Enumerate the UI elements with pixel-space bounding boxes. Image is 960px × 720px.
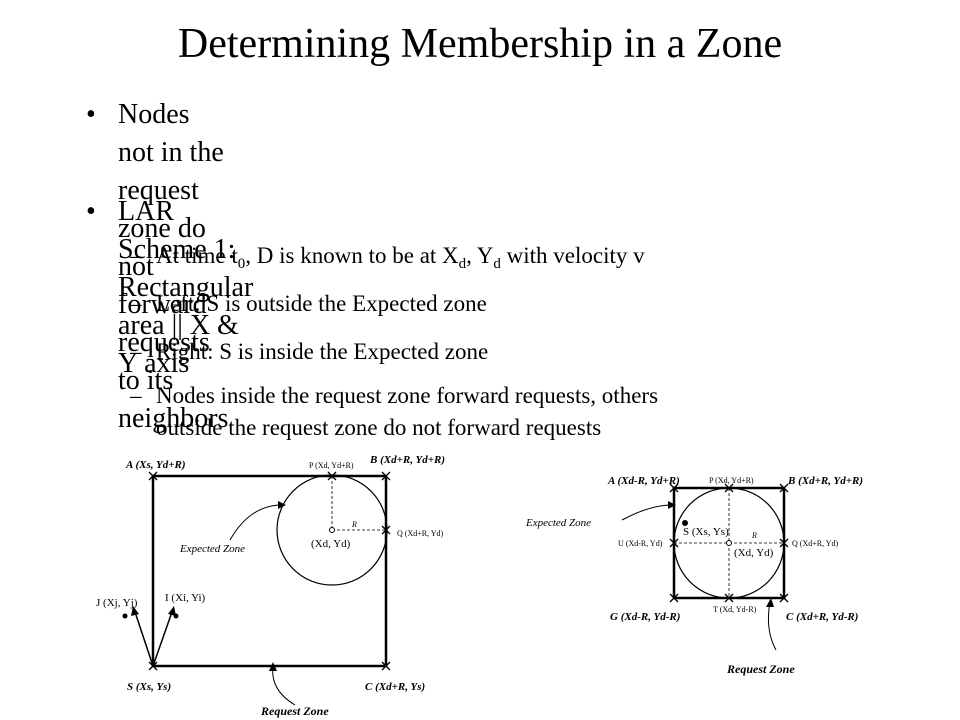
slide-title: Determining Membership in a Zone (177, 21, 783, 67)
left-label-p: P (Xd, Yd+R) (309, 461, 354, 470)
left-arrowheads (131, 606, 176, 616)
dash: – (130, 291, 142, 316)
left-dest-node (329, 527, 335, 533)
left-label-a: A (Xs, Yd+R) (125, 459, 186, 471)
right-label-r: R (751, 531, 757, 540)
right-source-node (682, 520, 688, 526)
s1-part1: At time t (156, 243, 238, 268)
left-label-request-zone: Request Zone (260, 704, 329, 718)
right-label-u: U (Xd-R, Yd) (618, 539, 663, 548)
dash: – (130, 339, 142, 364)
left-label-c: C (Xd+R, Ys) (365, 681, 425, 693)
right-request-zone-arrowhead (766, 598, 774, 607)
right-label-b: B (Xd+R, Yd+R) (787, 475, 863, 487)
bullet-1-line1: Nodes not in the request zone do not for… (118, 99, 224, 320)
bullet-dot: • (86, 99, 96, 130)
left-label-i: I (Xi, Yi) (165, 592, 206, 604)
right-expected-zone-arrowhead (668, 501, 676, 509)
subbullet-4-line1: Nodes inside the request zone forward re… (156, 383, 659, 408)
right-label-q: Q (Xd+R, Yd) (792, 539, 839, 548)
right-expected-zone-pointer (621, 504, 673, 521)
left-request-zone-rect (151, 474, 388, 668)
right-label-expected-zone: Expected Zone (525, 517, 591, 529)
s1-part3: , Y (466, 243, 494, 268)
bullet-dot: • (86, 196, 96, 227)
left-label-s: S (Xs, Ys) (127, 681, 171, 693)
bullet-1-text: Nodes not in the request zone do not for… (118, 96, 228, 438)
left-arrows-from-s (134, 611, 173, 667)
subbullet-2-text: Left: S is outside the Expected zone (156, 291, 487, 316)
left-node-j (122, 613, 128, 619)
right-corner-marks (669, 483, 789, 603)
bullet-2-text: LAR Scheme 1: Rectangular area || X & Y … (118, 196, 254, 379)
left-expected-zone-arrowhead (278, 501, 286, 509)
left-corner-marks (148, 471, 391, 671)
right-label-request-zone: Request Zone (726, 662, 795, 676)
left-label-expected-zone: Expected Zone (179, 543, 245, 555)
left-node-i (173, 613, 179, 619)
left-label-r: R (351, 520, 357, 529)
right-label-g: G (Xd-R, Yd-R) (610, 611, 680, 623)
right-request-zone-pointer (768, 601, 777, 651)
right-label-p: P (Xd, Yd+R) (709, 476, 754, 485)
bullet-1-line2: requests to its neighbors (118, 327, 229, 434)
right-dest-node (726, 540, 732, 546)
left-label-j: J (Xj, Yj) (96, 597, 138, 609)
dash: – (130, 243, 142, 268)
right-label-a: A (Xd-R, Yd+R) (607, 475, 680, 487)
s1-sub1: 0 (237, 256, 246, 272)
left-label-b: B (Xd+R, Yd+R) (369, 454, 445, 466)
left-request-zone-arrowhead (269, 662, 277, 671)
subbullet-1-text: At time t0, D is known to be at Xd, Yd w… (156, 240, 645, 272)
right-label-t: T (Xd, Yd-R) (713, 605, 757, 614)
right-label-d: (Xd, Yd) (734, 547, 774, 559)
subbullet-4-text: Nodes inside the request zone forward re… (156, 380, 658, 444)
left-expected-zone-pointer (229, 504, 283, 541)
subbullet-4-line2: outside the request zone do not forward … (156, 415, 602, 440)
s1-part2: , D is known to be at X (245, 243, 459, 268)
subbullet-3-text: Right: S is inside the Expected zone (156, 339, 489, 364)
right-label-s: S (Xs, Ys) (683, 526, 729, 538)
s1-sub3: d (493, 256, 501, 272)
s1-sub2: d (458, 256, 467, 272)
left-label-q: Q (Xd+R, Yd) (397, 529, 444, 538)
dash: – (130, 383, 142, 408)
left-label-d: (Xd, Yd) (311, 538, 351, 550)
right-label-c: C (Xd+R, Yd-R) (786, 611, 858, 623)
s1-part4: with velocity v (500, 243, 645, 268)
left-expected-zone-circle (276, 474, 388, 586)
